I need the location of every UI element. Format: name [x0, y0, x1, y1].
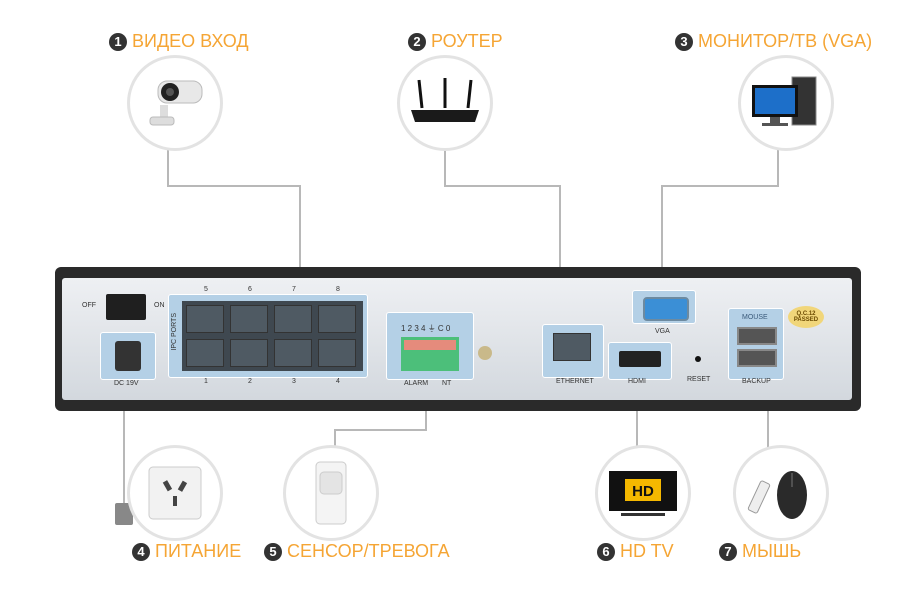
- ethernet-box: [542, 324, 604, 378]
- callout-number: 3: [675, 32, 693, 51]
- callout-number: 5: [264, 542, 282, 561]
- alarm-box: 1 2 3 4 ⏚ C 0: [386, 312, 474, 380]
- hdmi-label: HDMI: [628, 378, 646, 385]
- line-camera: [167, 148, 169, 186]
- line-sensor: [334, 430, 336, 452]
- alarm-pin-labels: 1 2 3 4 ⏚ C 0: [401, 324, 451, 333]
- callout-mouse: 7 МЫШЬ: [719, 541, 801, 562]
- qc-passed-sticker: Q.C.12 PASSED: [788, 306, 824, 328]
- port-number: 3: [292, 378, 296, 385]
- on-label: ON: [154, 302, 165, 309]
- port-number: 1: [204, 378, 208, 385]
- callout-label: МОНИТОР/ТВ (VGA): [698, 31, 873, 51]
- callout-label: ВИДЕО ВХОД: [132, 31, 249, 51]
- callout-number: 7: [719, 542, 737, 561]
- callout-number: 1: [109, 32, 127, 51]
- usb-port-mouse[interactable]: [737, 327, 777, 345]
- alarm-label: ALARM: [404, 380, 429, 387]
- ethernet-port[interactable]: [553, 333, 591, 361]
- mouse-icon: [733, 445, 829, 541]
- callout-hdtv: 6 HD TV: [597, 541, 674, 562]
- line-hdmi: [636, 380, 638, 450]
- ipc-port-1[interactable]: [186, 339, 224, 367]
- line-router: [444, 148, 446, 186]
- callout-router: 2 РОУТЕР: [408, 31, 503, 52]
- reset-label: RESET: [687, 376, 711, 383]
- callout-label: ПИТАНИЕ: [155, 541, 242, 561]
- hdmi-port[interactable]: [619, 351, 661, 367]
- ipc-port-2[interactable]: [230, 339, 268, 367]
- line-router: [559, 185, 561, 327]
- nt-label: NT: [442, 380, 452, 387]
- line-power: [123, 380, 125, 505]
- callout-monitor: 3 МОНИТОР/ТВ (VGA): [675, 31, 872, 52]
- callout-sensor: 5 СЕНСОР/ТРЕВОГА: [264, 541, 450, 562]
- ipc-ports-box: IPC PORTS: [168, 294, 368, 378]
- vga-box: [632, 290, 696, 324]
- rear-panel: OFF ON DC 19V IPC PORTS 5 6 7 8 1 2 3 4 …: [62, 278, 852, 400]
- mouse-label: MOUSE: [742, 314, 768, 321]
- reset-button[interactable]: [695, 356, 701, 362]
- vga-label: VGA: [655, 328, 670, 335]
- callout-number: 2: [408, 32, 426, 51]
- ethernet-label: ETHERNET: [556, 378, 594, 385]
- ipc-port-4[interactable]: [318, 339, 356, 367]
- power-switch[interactable]: [106, 294, 146, 320]
- callout-label: СЕНСОР/ТРЕВОГА: [287, 541, 450, 561]
- callout-label: HD TV: [620, 541, 674, 561]
- callout-label: РОУТЕР: [431, 31, 503, 51]
- ipc-port-7[interactable]: [274, 305, 312, 333]
- line-router: [444, 185, 561, 187]
- port-number: 8: [336, 286, 340, 293]
- callout-number: 6: [597, 542, 615, 561]
- vga-port[interactable]: [643, 297, 689, 321]
- callout-number: 4: [132, 542, 150, 561]
- line-sensor: [334, 429, 427, 431]
- power-socket-icon: [127, 445, 223, 541]
- callout-power: 4 ПИТАНИЕ: [132, 541, 241, 562]
- ipc-port-5[interactable]: [186, 305, 224, 333]
- port-number: 2: [248, 378, 252, 385]
- port-number: 7: [292, 286, 296, 293]
- callout-video-input: 1 ВИДЕО ВХОД: [109, 31, 249, 52]
- port-number: 5: [204, 286, 208, 293]
- ipc-ports-label: IPC PORTS: [171, 313, 178, 351]
- dc-jack-box: [100, 332, 156, 380]
- line-monitor: [661, 185, 779, 187]
- ipc-port-8[interactable]: [318, 305, 356, 333]
- usb-box: MOUSE: [728, 308, 784, 380]
- camera-icon: [127, 55, 223, 151]
- ipc-port-3[interactable]: [274, 339, 312, 367]
- ipc-port-6[interactable]: [230, 305, 268, 333]
- line-mouse: [767, 380, 769, 450]
- line-monitor: [777, 148, 779, 186]
- dc-jack[interactable]: [115, 341, 141, 371]
- port-number: 6: [248, 286, 252, 293]
- tv-icon: HD: [595, 445, 691, 541]
- alarm-terminal[interactable]: [401, 337, 459, 371]
- ground-screw: [478, 346, 492, 360]
- line-monitor: [661, 185, 663, 295]
- usb-port-backup[interactable]: [737, 349, 777, 367]
- monitor-icon: [738, 55, 834, 151]
- router-icon: [397, 55, 493, 151]
- hdmi-box: [608, 342, 672, 380]
- port-number: 4: [336, 378, 340, 385]
- hd-badge: HD: [632, 483, 654, 500]
- power-plug-icon: [115, 503, 133, 525]
- backup-label: BACKUP: [742, 378, 771, 385]
- motion-sensor-icon: [283, 445, 379, 541]
- line-camera: [167, 185, 301, 187]
- callout-label: МЫШЬ: [742, 541, 802, 561]
- off-label: OFF: [82, 302, 96, 309]
- line-camera: [299, 185, 301, 292]
- dc-label: DC 19V: [114, 380, 139, 387]
